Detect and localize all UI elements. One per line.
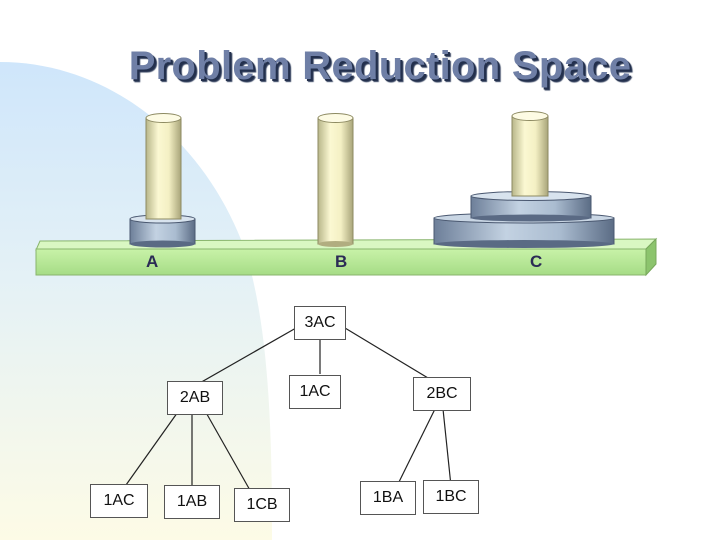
- tree-leaf-1ba: 1BA: [360, 481, 416, 515]
- peg-label-a: A: [146, 252, 159, 271]
- tree-leaf-1ab: 1AB: [164, 485, 220, 519]
- tree-node-2ab: 2AB: [167, 381, 223, 415]
- peg-label-c: C: [530, 252, 543, 271]
- tree-leaf-1cb: 1CB: [234, 488, 290, 522]
- page-title: Problem Reduction Space: [128, 44, 632, 88]
- tree-node-root: 3AC: [294, 306, 346, 340]
- tree-node-2bc: 2BC: [413, 377, 471, 411]
- tree-leaf-1ac: 1AC: [90, 484, 148, 518]
- tree-edges: [120, 327, 452, 493]
- tree-node-1ac: 1AC: [289, 375, 341, 409]
- tree-leaf-1bc: 1BC: [423, 480, 479, 514]
- peg-b: [317, 113, 354, 247]
- peg-c: [433, 111, 615, 248]
- peg-a: [129, 113, 196, 248]
- peg-label-b: B: [335, 252, 348, 271]
